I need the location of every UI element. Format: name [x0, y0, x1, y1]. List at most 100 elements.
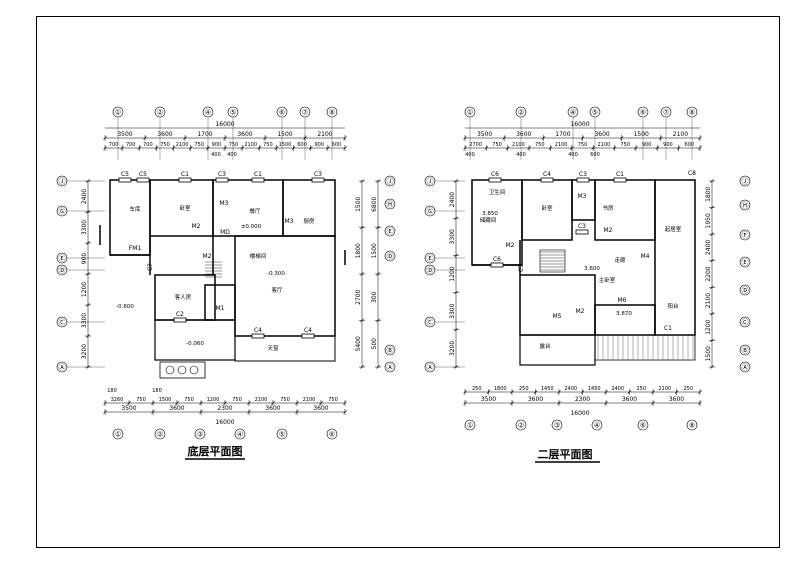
door-label: M4 — [641, 253, 650, 260]
bottom-major-dim-slash — [295, 410, 299, 414]
top-major-dim-slash — [343, 136, 347, 140]
top-minor-dim-text: 2100 — [512, 142, 525, 148]
bottom-major-dim-slash — [343, 410, 347, 414]
top-major-dim-text: 2100 — [673, 131, 688, 138]
bottom-minor-dim-slash — [319, 401, 323, 405]
bottom-axis-bubble-label: ⑥ — [329, 431, 335, 439]
top-minor-dim-slash — [484, 146, 489, 150]
top-axis-bubble-label: ② — [518, 109, 524, 117]
left-dim-slash — [454, 290, 458, 295]
top-minor-dim-slash — [189, 146, 193, 150]
left-dim-slash — [86, 272, 90, 276]
window-label: C4 — [543, 171, 551, 178]
bottom-minor-dim-text: 1450 — [588, 386, 601, 392]
top-axis-bubble-label: ⑧ — [329, 109, 335, 117]
bottom-axis-bubble — [464, 419, 476, 431]
right-dim-slash — [710, 285, 714, 289]
top-major-dim-text: 3500 — [477, 131, 492, 138]
window-mark — [490, 262, 504, 268]
right-dim-outer-text: 500 — [371, 338, 378, 350]
bottom-axis-bubble-label: ⑧ — [689, 422, 695, 430]
right-axis-bubble — [739, 175, 751, 187]
right-dim-inner-slash — [360, 365, 364, 369]
top-minor-dim-slash — [154, 146, 159, 150]
right-dim-outer-slash — [376, 318, 380, 323]
overall-dim: 16000 — [215, 121, 234, 128]
right-dim-text: 1500 — [705, 346, 712, 361]
room-label: 露台 — [539, 342, 551, 350]
bottom-major-dim-text: 3600 — [669, 396, 684, 403]
bottom-minor-dim-slash — [651, 390, 655, 394]
window-label: C3 — [578, 223, 586, 230]
top-minor-dim-text: 600 — [297, 142, 307, 148]
door-label: FM1 — [129, 245, 142, 252]
left-axis-bubble-label: Ⓔ — [59, 255, 66, 263]
bottom-axis-bubble — [112, 428, 124, 440]
right-dim-slash — [710, 312, 714, 316]
right-axis-bubble — [384, 225, 396, 237]
top-minor-dim-slash — [240, 146, 244, 150]
bottom-major-dim-text: 3600 — [169, 405, 184, 412]
top-minor-dim-text: 750 — [263, 142, 273, 148]
top-minor-dim-text: 700 — [126, 142, 136, 148]
top-minor-dim-slash — [120, 146, 124, 150]
window-label: C8 — [688, 170, 696, 177]
top-axis-bubble-label: ④ — [570, 109, 576, 117]
skylight-area — [234, 335, 336, 362]
left-axis-bubble-label: Ⓔ — [427, 255, 434, 263]
right-axis-bubble — [384, 361, 396, 373]
right-axis-bubble-label: Ⓒ — [742, 319, 749, 327]
bottom-axis-bubble — [234, 428, 246, 440]
window-mark — [251, 333, 265, 339]
bottom-pre-dim: 180 — [107, 388, 117, 394]
door-label: M2 — [604, 227, 613, 234]
top-axis-bubble-label: ⑤ — [592, 109, 598, 117]
bottom-axis-bubble — [591, 419, 603, 431]
bottom-minor-dim-text: 750 — [136, 397, 146, 403]
top-axis-bubble-label: ⑥ — [640, 109, 646, 117]
top-minor-dim-slash — [326, 146, 330, 150]
bottom-major-dim-slash — [151, 410, 155, 414]
room-label: 楼梯间 — [250, 252, 267, 260]
room-label: 3.850 — [482, 211, 498, 217]
bottom-axis-bubble-label: ④ — [594, 422, 600, 430]
bottom-major-dim-slash — [510, 401, 514, 405]
right-axis-bubble — [384, 344, 396, 356]
top-axis-bubble-label: ⑧ — [689, 109, 695, 117]
overall-dim: 16000 — [570, 121, 589, 128]
top-major-dim-text: 2100 — [317, 131, 332, 138]
top-minor-dim-text: 750 — [160, 142, 170, 148]
bottom-minor-dim-text: 1500 — [159, 397, 172, 403]
bottom-minor-dim-slash — [674, 390, 679, 394]
bottom-axis-bubble-label: ③ — [197, 431, 203, 439]
left-dim-slash — [86, 334, 90, 338]
right-dim-inner-slash — [360, 179, 364, 183]
right-axis-bubble-label: Ⓔ — [742, 259, 749, 267]
top-major-dim-text: 3600 — [237, 131, 252, 138]
left-dim-slash — [454, 253, 458, 258]
bottom-minor-dim-slash — [463, 390, 467, 394]
left-dim-text: 2400 — [449, 192, 456, 207]
bottom-minor-dim-text: 2100 — [255, 397, 268, 403]
top-minor2-dim: 400 — [568, 152, 578, 158]
window-mark — [301, 333, 315, 339]
left-dim-text: 3300 — [81, 220, 88, 235]
door-label: M2 — [576, 308, 585, 315]
window-mark — [251, 177, 265, 183]
top-minor-dim-slash — [171, 146, 176, 150]
top-minor-dim-slash — [343, 146, 347, 150]
bottom-axis-bubble-label: ③ — [554, 422, 560, 430]
door-label: MD — [220, 229, 230, 236]
left-dim-text: 1200 — [81, 282, 88, 297]
bottom-minor-dim-slash — [103, 401, 107, 405]
bottom-axis-bubble — [637, 419, 649, 431]
door-label: M5 — [553, 313, 562, 320]
right-axis-bubble-label: Ⓗ — [742, 202, 749, 210]
bottom-minor-dim-text: 2100 — [658, 386, 671, 392]
top-major-dim-slash — [698, 136, 702, 140]
top-major-dim-text: 3600 — [516, 131, 531, 138]
room-label: ±0.000 — [241, 224, 262, 230]
right-dim-text: 1800 — [705, 186, 712, 201]
right-dim-slash — [710, 179, 714, 183]
